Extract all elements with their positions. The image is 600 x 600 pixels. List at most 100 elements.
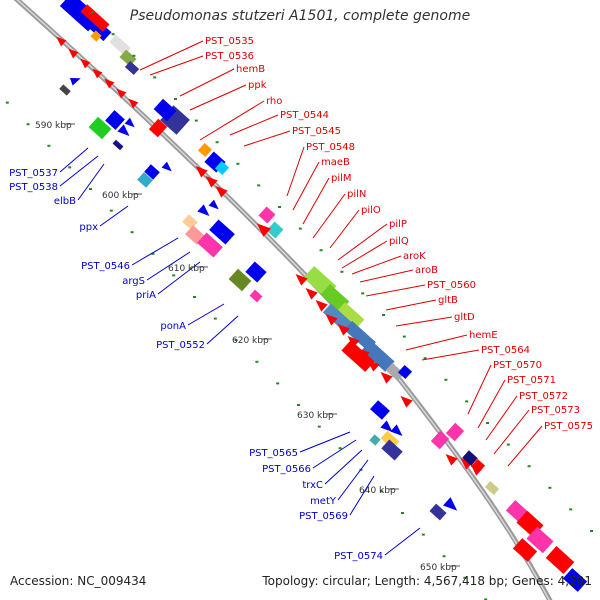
gene-arrow [400, 395, 413, 408]
reverse-gene-label: PST_0546 [81, 261, 130, 272]
forward-gene-label: PST_0536 [205, 51, 254, 62]
gene-block [335, 302, 365, 330]
gene-arrow [337, 323, 350, 336]
gene-block [322, 303, 354, 333]
kbp-tick-label: 590 kbp [35, 121, 72, 131]
gene-arrow [347, 335, 360, 348]
gene-block [361, 340, 395, 372]
forward-leader-line [179, 68, 235, 97]
forward-leader-line [493, 409, 530, 455]
track-dash [68, 166, 72, 169]
gene-arrow [305, 287, 318, 300]
track-dash [5, 101, 9, 104]
track-dash [423, 357, 427, 360]
track-dash [401, 512, 404, 514]
forward-leader-line [199, 100, 265, 141]
track-dash [193, 296, 196, 298]
forward-leader-line [312, 193, 346, 239]
forward-leader-line [337, 223, 388, 261]
reverse-gene-label: metY [310, 496, 337, 507]
kbp-tick-label: 650 kbp [420, 563, 457, 573]
gene-block [59, 84, 71, 96]
reverse-leader-line [206, 315, 239, 345]
track-dash [465, 400, 469, 403]
track-dash [569, 508, 573, 511]
gene-block [153, 98, 177, 122]
gene-block [445, 422, 465, 442]
track-dash [276, 382, 280, 385]
track-dash [255, 360, 259, 363]
track-dash [153, 76, 157, 79]
forward-gene-label: aroK [403, 251, 426, 262]
gene-arrow [197, 204, 210, 217]
gene-block [526, 526, 554, 554]
gene-block [90, 30, 102, 42]
label-leader-lines [59, 40, 543, 556]
gene-block [80, 4, 110, 32]
track-dash [257, 184, 261, 187]
forward-gene-label: PST_0564 [481, 345, 530, 356]
track-dash [215, 141, 219, 144]
track-dash [172, 274, 176, 277]
reverse-gene-label: PST_0565 [249, 448, 298, 459]
gene-arrow [56, 36, 67, 47]
gene-arrow [69, 77, 81, 86]
reverse-gene-label: PST_0538 [9, 182, 58, 193]
forward-gene-label: maeB [321, 157, 350, 168]
gene-block [197, 232, 223, 258]
track-dash [194, 119, 198, 122]
gene-arrow [380, 420, 393, 433]
reverse-gene-label: PST_0566 [262, 464, 311, 475]
reverse-leader-line [157, 261, 201, 295]
gene-block [209, 219, 235, 245]
track-dash [174, 98, 177, 100]
gene-arrow [256, 223, 271, 237]
track-dash [213, 317, 217, 320]
gene-block [105, 110, 125, 130]
forward-gene-label: aroB [415, 265, 438, 276]
gene-block [369, 434, 381, 446]
forward-gene-label: pilP [389, 219, 407, 230]
gene-block [370, 400, 390, 420]
forward-gene-label: PST_0573 [531, 405, 580, 416]
reverse-leader-line [384, 527, 421, 556]
reverse-leader-line [187, 303, 225, 326]
gene-arrow [205, 175, 218, 188]
reverse-gene-label: ponA [160, 321, 186, 332]
map-title: Pseudomonas stutzeri A1501, complete gen… [129, 8, 471, 24]
forward-gene-label: PST_0548 [306, 142, 355, 153]
gene-arrow [195, 165, 208, 178]
gene-block [258, 206, 276, 224]
kbp-tick-label: 630 kbp [297, 411, 334, 421]
forward-leader-line [395, 316, 453, 327]
gene-block [88, 116, 112, 140]
gene-arrow [325, 313, 338, 326]
gene-block [124, 61, 140, 75]
forward-leader-line [329, 209, 360, 249]
forward-leader-line [477, 379, 506, 429]
reverse-leader-line [131, 237, 179, 266]
genome-summary-text: Topology: circular; Length: 4,567,418 bp… [262, 574, 592, 588]
gene-arrow [390, 424, 403, 437]
track-dash [319, 249, 323, 252]
reverse-gene-label: ppx [79, 222, 98, 233]
reverse-gene-label: PST_0574 [334, 551, 383, 562]
gene-arrow [92, 68, 103, 79]
track-dash [47, 144, 51, 147]
track-dash [590, 530, 593, 532]
forward-leader-line [467, 364, 492, 415]
gene-block [137, 172, 153, 188]
forward-gene-label: PST_0544 [280, 110, 329, 121]
reverse-leader-line [299, 431, 351, 453]
gene-arrow [117, 124, 130, 137]
gene-arrow [295, 273, 308, 286]
gene-block [245, 261, 267, 283]
kbp-tick-label: 640 kbp [359, 486, 396, 496]
forward-gene-label: PST_0535 [205, 36, 254, 47]
track-dash [442, 555, 446, 558]
kbp-tick-label: 620 kbp [232, 336, 269, 346]
reverse-leader-line [324, 449, 363, 485]
forward-leader-line [243, 130, 291, 147]
gene-block [320, 284, 350, 312]
